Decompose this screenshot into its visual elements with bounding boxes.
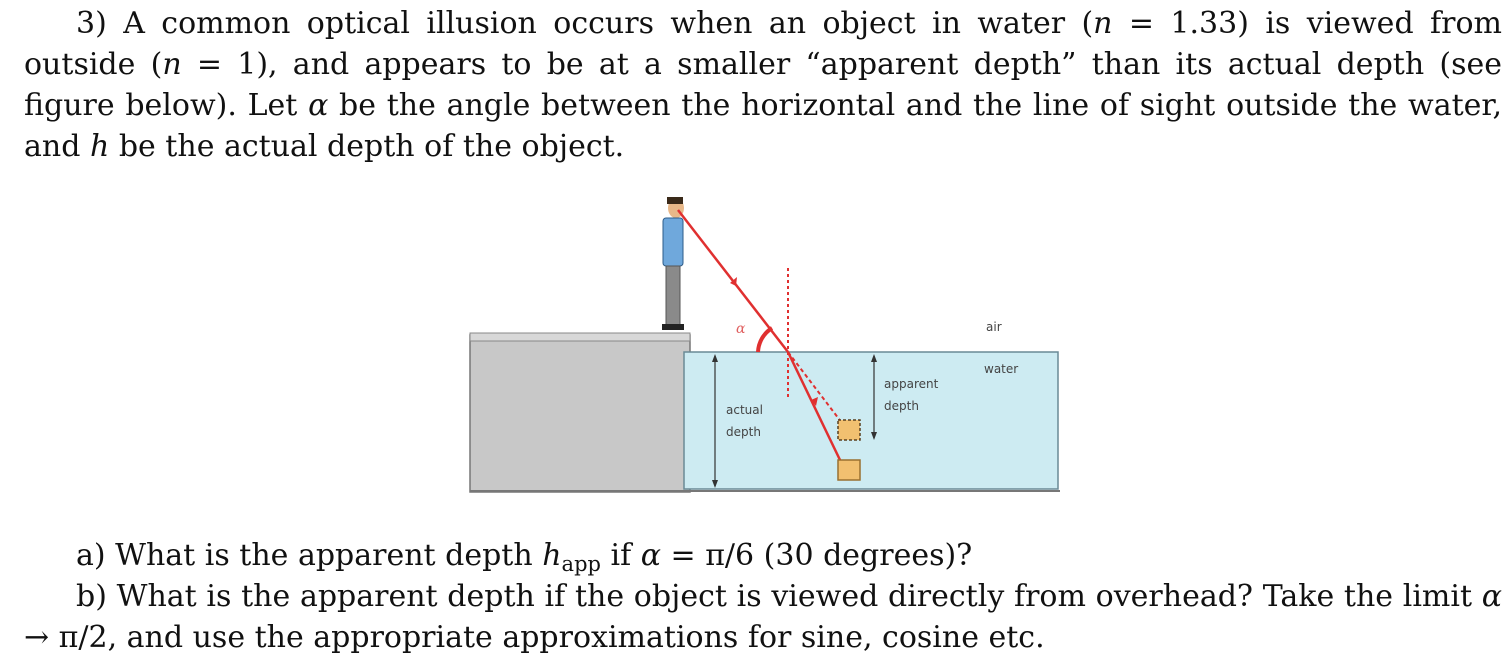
actual-depth-label-1: actual <box>726 403 763 417</box>
question-b-text-1: b) What is the apparent depth if the obj… <box>76 579 1482 614</box>
problem-statement: 3) A common optical illusion occurs when… <box>24 3 1502 167</box>
alpha-label: α <box>736 321 746 337</box>
pool-ledge <box>469 334 691 493</box>
question-a-text-3: = π/6 (30 degrees)? <box>661 538 973 573</box>
subscript-app: app <box>561 552 601 576</box>
water-label: water <box>984 362 1018 376</box>
var-h: h <box>89 129 110 164</box>
real-object <box>837 459 861 481</box>
var-n-water: n <box>1093 6 1113 41</box>
var-alpha-b: α <box>1481 579 1502 614</box>
apparent-ray <box>787 351 843 424</box>
question-a-text-2: if <box>600 538 641 573</box>
intro-text-4: be the angle between the horizontal and … <box>24 88 1502 164</box>
questions: a) What is the apparent depth happ if α … <box>24 535 1502 658</box>
ray-arrow-water <box>811 397 818 406</box>
intro-text-1: A common optical illusion occurs when an… <box>123 6 1094 41</box>
alpha-arc <box>756 326 774 353</box>
apparent-depth-label-2: depth <box>884 399 919 413</box>
intro-text-3: = 1), and appears to be at a smaller “ap… <box>24 47 1502 123</box>
ray-in-water <box>786 351 842 461</box>
air-label: air <box>986 320 1002 334</box>
ray-arrow-air <box>730 277 737 286</box>
ledge-top <box>469 332 691 342</box>
question-a-text-1: a) What is the apparent depth <box>76 538 543 573</box>
intro-text-5: be the actual depth of the object. <box>109 129 625 164</box>
actual-depth-arrow-bottom <box>712 480 718 488</box>
actual-depth-arrow-top <box>712 354 718 362</box>
observer-person <box>662 197 684 330</box>
apparent-depth-arrow-top <box>871 354 877 362</box>
actual-depth-label-2: depth <box>726 425 761 439</box>
apparent-object <box>837 419 861 441</box>
question-b-text-2: → π/2, and use the appropriate approxima… <box>24 620 1045 655</box>
var-alpha: α <box>308 88 329 123</box>
question-a: a) What is the apparent depth happ if α … <box>24 535 1502 576</box>
intro-text-2: = 1.33) is viewed from outside ( <box>24 6 1502 82</box>
var-alpha-a: α <box>640 538 661 573</box>
apparent-depth-figure: α air water actual depth apparent depth <box>469 197 1060 493</box>
apparent-depth-arrow-bottom <box>871 432 877 440</box>
water-body <box>683 351 1059 490</box>
var-h-app: h <box>542 538 562 573</box>
problem-number: 3) <box>76 6 107 41</box>
question-b: b) What is the apparent depth if the obj… <box>24 576 1502 658</box>
apparent-depth-label-1: apparent <box>884 377 939 391</box>
var-n-air: n <box>162 47 182 82</box>
